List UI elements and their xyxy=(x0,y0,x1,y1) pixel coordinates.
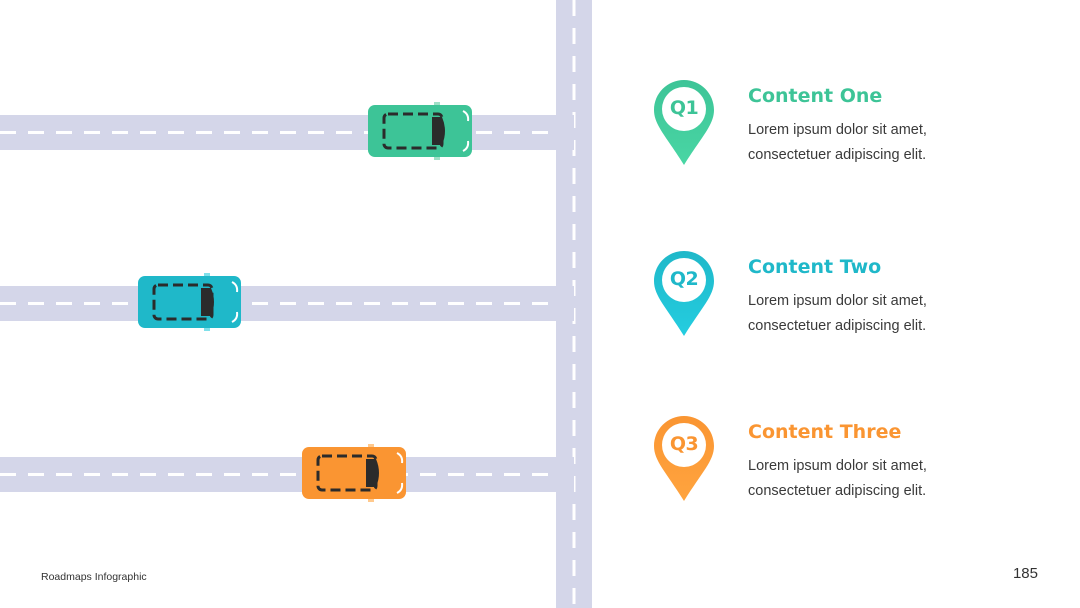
description-line: Lorem ipsum dolor sit amet, xyxy=(748,293,927,309)
description-line: consectetuer adipiscing elit. xyxy=(748,318,927,334)
map-pin-icon: Q3 xyxy=(654,416,716,506)
pin-badge: Q2 xyxy=(669,268,699,290)
map-pin-icon: Q1 xyxy=(654,80,716,170)
car-wheel xyxy=(204,273,210,278)
map-pin-shape xyxy=(654,251,714,336)
item-description: Lorem ipsum dolor sit amet, consectetuer… xyxy=(748,289,1048,339)
map-pin-shape xyxy=(654,80,714,165)
car-icon xyxy=(368,102,472,160)
description-line: consectetuer adipiscing elit. xyxy=(748,147,927,163)
footer-title: Roadmaps Infographic xyxy=(41,571,147,583)
content-item-two: Q2 Content Two Lorem ipsum dolor sit ame… xyxy=(654,251,1054,351)
car-wheel xyxy=(204,326,210,331)
pin-badge: Q3 xyxy=(669,433,699,455)
car-headlight xyxy=(396,482,404,494)
item-title: Content One xyxy=(748,85,883,107)
car-headlight xyxy=(462,110,470,122)
map-pin-shape xyxy=(654,416,714,501)
content-item-one: Q1 Content One Lorem ipsum dolor sit ame… xyxy=(654,80,1054,180)
car-body xyxy=(368,105,472,157)
car-icon xyxy=(138,273,241,331)
car-windshield xyxy=(366,459,379,487)
car-icon xyxy=(302,444,406,502)
item-title: Content Two xyxy=(748,256,882,278)
content-item-three: Q3 Content Three Lorem ipsum dolor sit a… xyxy=(654,416,1054,516)
map-pin-icon: Q2 xyxy=(654,251,716,341)
page-number: 185 xyxy=(1012,565,1038,582)
description-line: Lorem ipsum dolor sit amet, xyxy=(748,458,927,474)
car-windshield xyxy=(432,117,445,145)
car-wheel xyxy=(434,102,440,107)
car-body xyxy=(302,447,406,499)
car-wheel xyxy=(434,155,440,160)
pin-badge: Q1 xyxy=(669,97,699,119)
description-line: Lorem ipsum dolor sit amet, xyxy=(748,122,927,138)
description-line: consectetuer adipiscing elit. xyxy=(748,483,927,499)
car-wheel xyxy=(368,444,374,449)
car-headlight xyxy=(396,452,404,464)
car-headlight xyxy=(462,140,470,152)
car-headlight xyxy=(231,311,239,323)
car-windshield xyxy=(201,288,214,316)
car-wheel xyxy=(368,497,374,502)
item-description: Lorem ipsum dolor sit amet, consectetuer… xyxy=(748,118,1048,168)
car-headlight xyxy=(231,281,239,293)
item-title: Content Three xyxy=(748,421,902,443)
item-description: Lorem ipsum dolor sit amet, consectetuer… xyxy=(748,454,1048,504)
car-body xyxy=(138,276,241,328)
